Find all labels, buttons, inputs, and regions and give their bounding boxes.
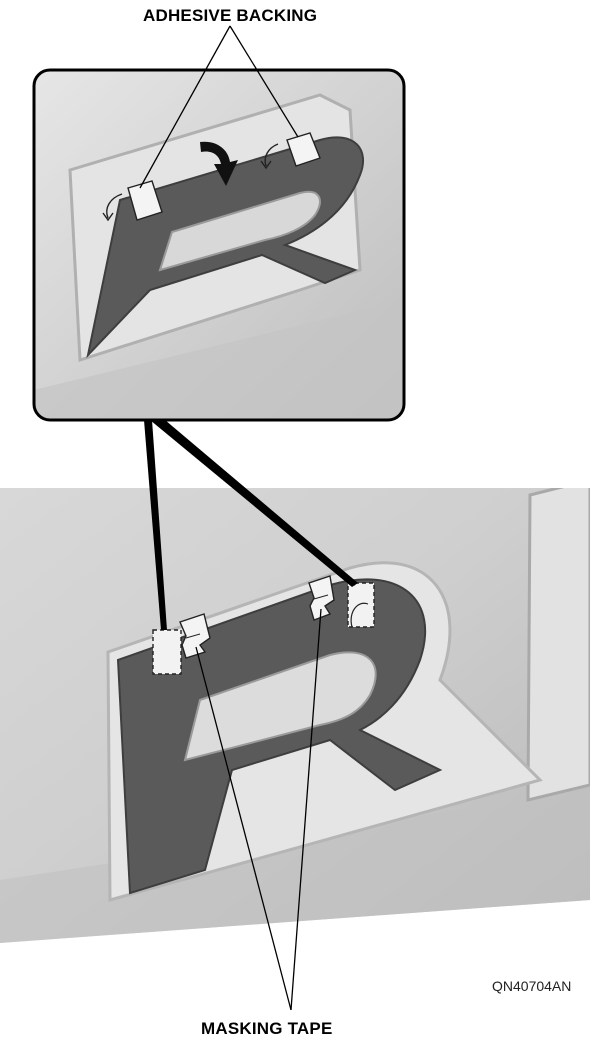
figure-code: QN40704AN [492,978,571,994]
main-panel-view [0,480,590,943]
masking-tape-label: MASKING TAPE [201,1019,332,1039]
adhesive-location-left [153,630,181,674]
adhesive-location-right [348,583,374,627]
inset-detail-view [34,70,404,420]
adhesive-backing-label: ADHESIVE BACKING [143,6,317,26]
